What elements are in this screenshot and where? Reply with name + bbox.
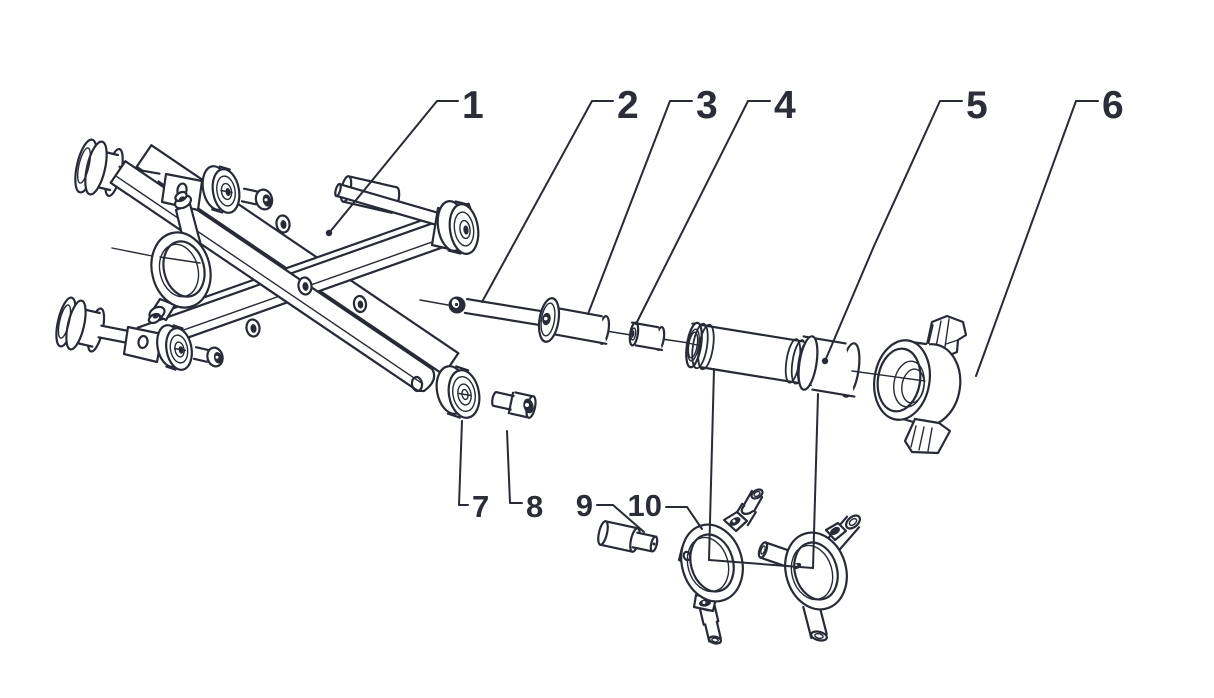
- callout-label: 5: [966, 84, 988, 127]
- callout-9: 9: [576, 488, 645, 533]
- callout-4: 4: [635, 84, 796, 325]
- assembly-line: [708, 368, 715, 561]
- callout-leader-line: [665, 506, 703, 530]
- callout-5: 5: [821, 84, 988, 365]
- clamp-ring-left: [677, 488, 764, 645]
- spacer-bushing: [628, 321, 666, 351]
- centerline-segment: [687, 342, 702, 347]
- callout-leader-line: [824, 100, 963, 362]
- assembly-line: [708, 559, 814, 569]
- pivot-pin: [597, 520, 659, 553]
- centerline-segment: [111, 247, 153, 257]
- callout-6: 6: [975, 84, 1124, 377]
- flanged-bushing: [537, 297, 611, 345]
- callout-1: 1: [325, 84, 484, 237]
- callout-leader-line: [328, 100, 459, 234]
- shoulder-bolt: [491, 391, 537, 419]
- callout-label: 3: [696, 84, 718, 127]
- assembly-line: [812, 393, 819, 569]
- arm-end-hole: [410, 375, 424, 393]
- callout-leader-line: [596, 504, 645, 533]
- callout-3: 3: [587, 84, 718, 315]
- callout-leader-line: [481, 100, 614, 303]
- callout-leader-line: [587, 100, 693, 315]
- lower-bracket-pulley: [122, 324, 224, 371]
- assembly-line-layer: [708, 368, 819, 569]
- scissor-jack-assembly: [55, 138, 537, 419]
- centerline-segment: [661, 338, 690, 344]
- centerline-segment: [605, 330, 632, 336]
- callout-leader-line: [635, 100, 771, 325]
- screw-sleeve-tube: [685, 321, 861, 398]
- wing-trunnion-nut: [873, 314, 968, 455]
- callout-label: 6: [1102, 84, 1124, 127]
- callout-dot: [325, 229, 333, 237]
- callout-dot: [821, 357, 829, 365]
- callout-label: 9: [576, 488, 593, 523]
- callout-label: 7: [472, 489, 489, 524]
- callout-leader-line: [458, 420, 469, 506]
- callout-10: 10: [628, 488, 703, 530]
- callout-leader-line: [506, 430, 523, 504]
- callout-label: 4: [774, 84, 796, 127]
- callout-2: 2: [481, 84, 639, 303]
- roller-bottom-left: [55, 296, 139, 353]
- roller-right: [430, 200, 480, 255]
- guide-roller: [435, 365, 481, 419]
- front-arm-upper-fold: [114, 174, 424, 385]
- centerline-segment: [159, 256, 201, 264]
- callout-label: 2: [617, 84, 639, 127]
- rivets: [245, 214, 368, 338]
- callout-label: 1: [462, 84, 484, 127]
- callout-label: 8: [526, 489, 543, 524]
- centerline-under-layer: [111, 247, 690, 344]
- callout-7: 7: [458, 420, 489, 524]
- ring-link: [147, 190, 212, 325]
- callout-8: 8: [506, 430, 543, 524]
- callout-label: 10: [628, 488, 662, 523]
- centerline-segment: [851, 370, 926, 382]
- centerline-segment: [419, 299, 449, 306]
- peg-bottom: [802, 601, 828, 642]
- drive-rod: [448, 296, 544, 327]
- upper-clevis-pulley: [160, 165, 274, 214]
- callout-leader-line: [975, 100, 1099, 377]
- centerline-over-layer: [159, 256, 926, 382]
- clamp-ring-right: [757, 514, 861, 642]
- bottom-wing: [903, 417, 952, 455]
